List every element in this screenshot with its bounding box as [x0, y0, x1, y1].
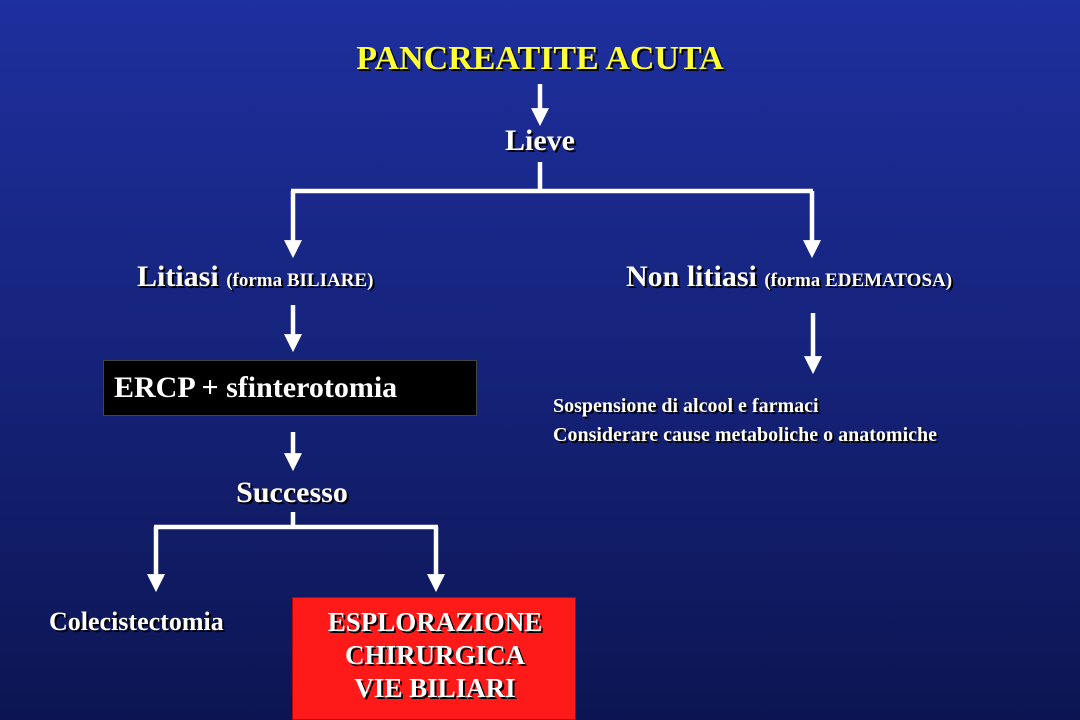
action-sospensione: Sospensione di alcool e farmaci	[553, 395, 819, 417]
node-successo: Successo	[236, 476, 348, 509]
esplorazione-line-2: CHIRURGICA	[344, 640, 525, 670]
esplorazione-line-3: VIE BILIARI	[354, 673, 516, 703]
node-litiasi-label: Litiasi	[137, 260, 219, 293]
node-ercp-box: ERCP + sfinterotomia	[103, 360, 477, 416]
esplorazione-line-1: ESPLORAZIONE	[327, 607, 543, 637]
node-non-litiasi: Non litiasi (forma EDEMATOSA)	[626, 260, 952, 294]
node-right-actions: Sospensione di alcool e farmaci Consider…	[553, 392, 937, 450]
node-non-litiasi-sublabel: (forma EDEMATOSA)	[764, 270, 953, 291]
node-colecistectomia: Colecistectomia	[49, 607, 224, 636]
diagram-title: PANCREATITE ACUTA	[356, 40, 724, 77]
node-litiasi-sublabel: (forma BILIARE)	[226, 270, 374, 291]
node-non-litiasi-label: Non litiasi	[626, 260, 757, 293]
node-litiasi: Litiasi (forma BILIARE)	[137, 260, 373, 294]
node-lieve: Lieve	[505, 124, 575, 157]
action-considerare: Considerare cause metaboliche o anatomic…	[553, 424, 938, 446]
node-esplorazione-box: ESPLORAZIONE CHIRURGICA VIE BILIARI	[292, 597, 576, 720]
